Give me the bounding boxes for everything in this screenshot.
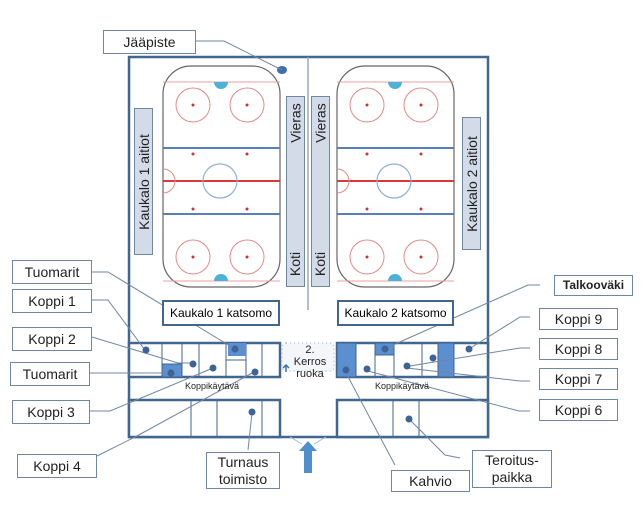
food-label-line: 2. xyxy=(305,344,315,356)
food-label-line: Kerros xyxy=(293,356,327,368)
callout-locker-9: Koppi 9 xyxy=(539,308,618,330)
lower-row-left xyxy=(127,398,282,439)
callout-locker-6: Koppi 6 xyxy=(539,399,618,421)
entrance-arrow-icon xyxy=(299,441,317,473)
rink-1-benches: Vieras Koti xyxy=(286,96,305,287)
callout-locker-7: Koppi 7 xyxy=(539,368,618,390)
rink-2 xyxy=(336,65,455,288)
callout-locker-3: Koppi 3 xyxy=(12,400,90,424)
callout-referees-2: Tuomarit xyxy=(10,362,90,386)
locker-corridor-left: Koppikäytävä xyxy=(185,381,240,391)
home-bench: Koti xyxy=(312,251,329,277)
callout-locker-4: Koppi 4 xyxy=(17,454,97,478)
callout-locker-2: Koppi 2 xyxy=(12,327,92,351)
locker-row-left xyxy=(127,341,282,379)
food-label-line: ruoka xyxy=(296,368,324,380)
callout-text: paikka xyxy=(491,469,533,485)
away-bench: Vieras xyxy=(312,103,329,143)
callout-text: Teroitus- xyxy=(485,452,539,468)
callout-ice-point: Jääpiste xyxy=(103,30,196,54)
lower-row-right xyxy=(335,398,490,439)
callout-referees-1: Tuomarit xyxy=(12,260,92,284)
rink-1-stands: Kaukalo 1 katsomo xyxy=(162,300,280,326)
callout-text: toimisto xyxy=(218,470,268,487)
callout-locker-8: Koppi 8 xyxy=(539,338,618,360)
rink-2-suites: Kaukalo 2 aitiot xyxy=(462,117,481,250)
rink-1-suites: Kaukalo 1 aitiot xyxy=(134,108,153,255)
callout-tournament-office: Turnaus toimisto xyxy=(206,452,280,489)
locker-row-right xyxy=(335,341,490,379)
food-area xyxy=(281,342,335,372)
rink-2-benches: Vieras Koti xyxy=(311,96,330,287)
callout-volunteers: Talkooväki xyxy=(554,275,633,296)
food-label: 2. Kerros ruoka xyxy=(290,344,330,380)
home-bench: Koti xyxy=(287,251,304,277)
callout-locker-1: Koppi 1 xyxy=(12,289,92,313)
locker-corridor-right: Koppikäytävä xyxy=(375,381,430,391)
callout-sharpening: Teroitus- paikka xyxy=(472,450,552,488)
stairs-up-icon xyxy=(282,363,290,372)
away-bench: Vieras xyxy=(287,103,304,143)
rink-1 xyxy=(162,65,281,288)
room-markers xyxy=(142,345,473,423)
callout-cafe: Kahvio xyxy=(391,470,470,492)
rink-2-stands: Kaukalo 2 katsomo xyxy=(337,300,454,326)
callout-text: Turnaus xyxy=(217,453,269,470)
leader-lines xyxy=(88,40,540,466)
